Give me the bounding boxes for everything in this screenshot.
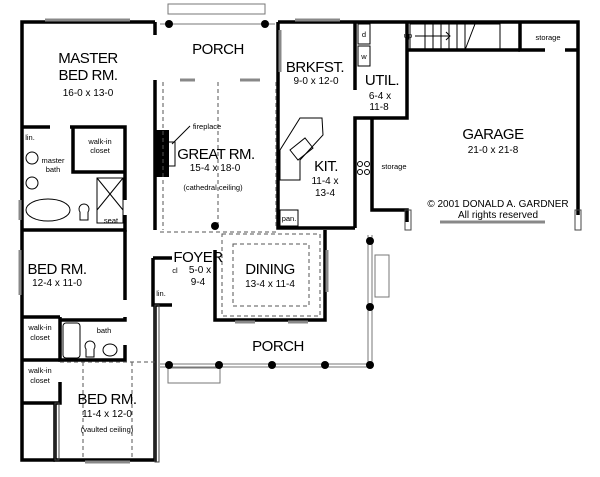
stairs-label: up xyxy=(404,31,412,40)
porch-front-label: PORCH xyxy=(252,338,304,355)
kitchen-dimensions: 13-4 xyxy=(315,188,335,199)
fireplace-icon xyxy=(155,130,169,177)
utility-label: UTIL. xyxy=(365,72,399,89)
dining-dimensions: 13-4 x 11-4 xyxy=(245,279,295,290)
great-room-note: (cathedral ceiling) xyxy=(183,183,243,192)
washer-icon xyxy=(357,45,371,67)
porch-rails xyxy=(160,3,390,384)
cooktop-icon xyxy=(357,161,370,175)
dryer-icon xyxy=(357,23,371,45)
walk-in-closet-label: walk-in xyxy=(87,137,111,146)
room-name: MASTER xyxy=(58,50,118,67)
copyright-line1: © 2001 DONALD A. GARDNER xyxy=(427,199,568,210)
washer-label: w xyxy=(360,52,367,61)
utility-dimensions: 11-8 xyxy=(369,102,389,113)
stairs-icon xyxy=(409,23,501,51)
garage-label: GARAGE xyxy=(462,126,524,143)
bedroom-3-note: (vaulted ceiling) xyxy=(81,425,134,434)
bedroom-3-dimensions: 11-4 x 12-0 xyxy=(82,409,132,420)
master-bath-label: master xyxy=(42,156,65,165)
great-room-label: GREAT RM. xyxy=(177,146,254,163)
linen-label: lin. xyxy=(156,289,166,298)
master-bed-label: MASTER BED RM. 16-0 x 13-0 xyxy=(58,50,119,99)
utility-dimensions: 6-4 x xyxy=(369,91,391,102)
bedroom-3-label: BED RM. xyxy=(77,391,136,408)
walk-in-closet-label: walk-in xyxy=(27,323,51,332)
garage-dimensions: 21-0 x 21-8 xyxy=(468,145,519,156)
bedroom-2-dimensions: 12-4 x 11-0 xyxy=(32,278,82,289)
walk-in-closet-label: closet xyxy=(90,146,111,155)
foyer-dimensions: 9-4 xyxy=(191,277,206,288)
room-name: BED RM. xyxy=(58,67,117,84)
seat-label: seat xyxy=(104,216,119,225)
room-dimensions: 16-0 x 13-0 xyxy=(63,88,114,99)
bath-label: bath xyxy=(97,326,112,335)
windows xyxy=(18,18,545,464)
porch-rear-label: PORCH xyxy=(192,41,244,58)
kitchen-island-icon xyxy=(279,117,324,181)
bedroom-2-label: BED RM. xyxy=(27,261,86,278)
kitchen-label: KIT. xyxy=(314,158,338,175)
master-bath-label: bath xyxy=(46,165,61,174)
foyer-dimensions: 5-0 x xyxy=(189,265,211,276)
walk-in-closet-label: closet xyxy=(30,376,51,385)
breakfast-dimensions: 9-0 x 12-0 xyxy=(293,76,338,87)
bath-fixtures xyxy=(25,151,124,359)
hatch-walls xyxy=(54,209,582,463)
copyright-line2: All rights reserved xyxy=(458,210,538,221)
ceiling-lines xyxy=(60,82,321,458)
walk-in-closet-label: walk-in xyxy=(27,366,51,375)
dining-label: DINING xyxy=(245,261,295,278)
pantry-label: pan. xyxy=(282,214,297,223)
breakfast-label: BRKFST. xyxy=(286,59,344,76)
storage-label: storage xyxy=(381,162,406,171)
storage-label: storage xyxy=(535,33,560,42)
closet-label: cl xyxy=(172,266,178,275)
kitchen-dimensions: 11-4 x xyxy=(311,176,338,187)
fireplace-label: fireplace xyxy=(193,122,221,131)
walk-in-closet-label: closet xyxy=(30,333,51,342)
great-room-dimensions: 15-4 x 18-0 xyxy=(190,163,241,174)
linen-label: lin. xyxy=(25,133,35,142)
foyer-label: FOYER xyxy=(173,249,223,266)
dryer-label: d xyxy=(362,30,366,39)
